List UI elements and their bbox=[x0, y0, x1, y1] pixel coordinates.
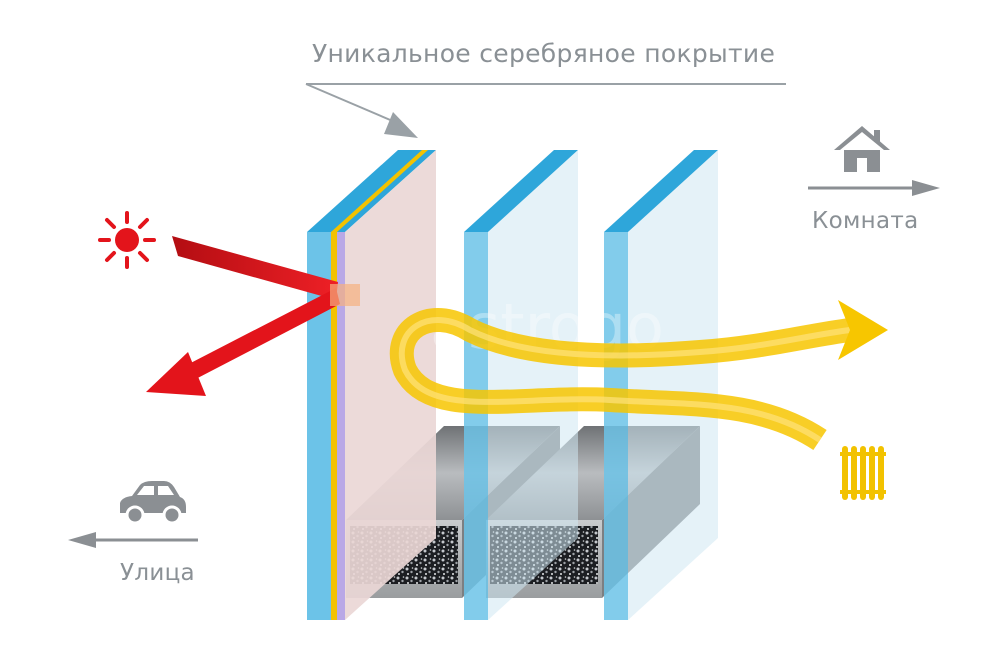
glass-pane-2 bbox=[464, 150, 578, 620]
sun-icon bbox=[98, 211, 156, 269]
radiator-icon bbox=[840, 446, 886, 500]
coating-label: Уникальное серебряное покрытие bbox=[312, 39, 775, 68]
glass-pane-coated bbox=[307, 150, 436, 620]
coating-leader-line bbox=[305, 83, 403, 126]
house-icon bbox=[834, 126, 890, 172]
reflected-ray-arrowhead bbox=[146, 352, 206, 396]
street-direction-arrow bbox=[68, 532, 198, 548]
car-icon bbox=[120, 481, 186, 525]
heat-wave-arrow bbox=[389, 300, 888, 451]
silver-coating-layer bbox=[331, 232, 337, 620]
room-direction-arrow bbox=[808, 180, 940, 196]
glass-pane-3 bbox=[604, 150, 718, 620]
sun-ray-arrow bbox=[146, 236, 360, 396]
heat-wave-arrowhead bbox=[838, 300, 888, 360]
room-label: Комната bbox=[812, 208, 918, 234]
street-label: Улица bbox=[120, 560, 195, 586]
coating-pointer-arrowhead bbox=[384, 112, 418, 138]
